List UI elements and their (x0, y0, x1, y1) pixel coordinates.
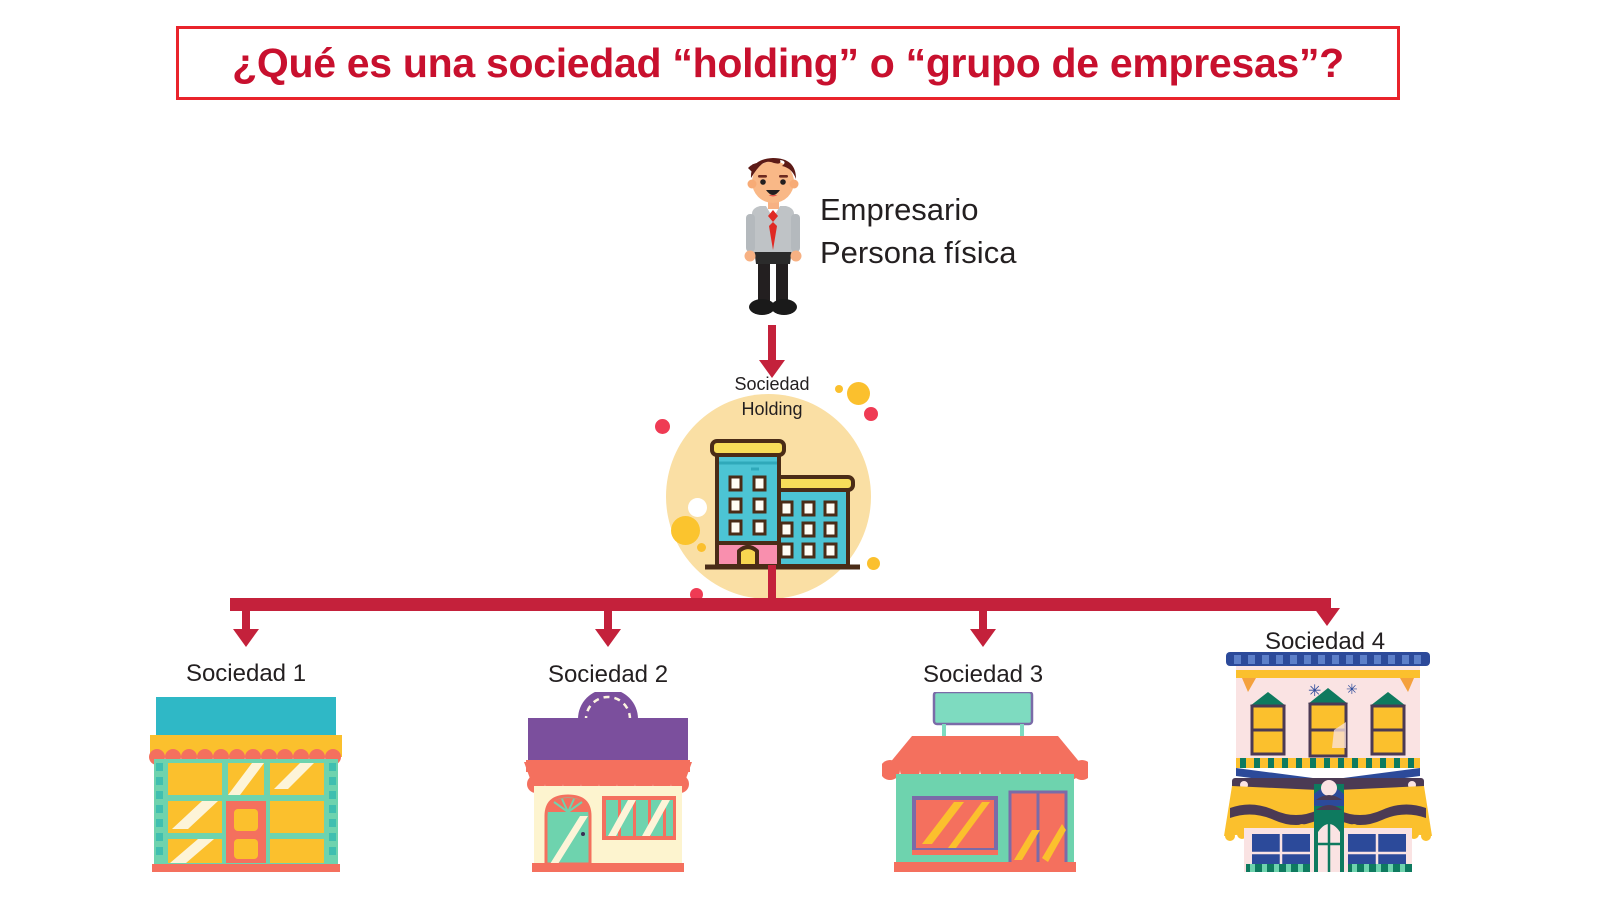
businessman-icon (730, 152, 816, 318)
connector-drop-2 (604, 605, 612, 632)
page-title: ¿Qué es una sociedad “holding” o “grupo … (232, 39, 1344, 86)
deco-dot-yellow-right-low (867, 557, 880, 570)
deco-dot-pink-left (655, 419, 670, 434)
sociedad-2-label: Sociedad 2 (547, 661, 669, 688)
svg-text:✳: ✳ (1346, 682, 1358, 698)
storefront-purple-icon (524, 689, 692, 872)
sociedad-1-label: Sociedad 1 (185, 660, 307, 687)
storefront-teal-icon (149, 697, 342, 872)
arrowhead-sociedad-3 (970, 629, 996, 647)
sociedad-3-label: Sociedad 3 (922, 661, 1044, 688)
owner-label-line1: Empresario (820, 192, 979, 227)
deco-dot-yellow-large (847, 382, 870, 405)
owner-label: Empresario Persona física (820, 188, 1016, 274)
sociedad-1-node (148, 697, 344, 872)
arrowhead-owner-to-holding (759, 360, 785, 378)
arrowhead-sociedad-1 (233, 629, 259, 647)
sociedad-4-node: ✳ ✳ (1222, 648, 1434, 872)
holding-node (655, 382, 885, 601)
arrowhead-sociedad-4 (1314, 608, 1340, 626)
holding-label: Sociedad Holding (692, 372, 852, 422)
storefront-mint-icon (880, 690, 1092, 872)
svg-text:✳: ✳ (1308, 681, 1321, 700)
deco-dot-pink-right (864, 407, 878, 421)
sociedad-4-label: Sociedad 4 (1264, 628, 1386, 655)
storefront-victorian-icon: ✳ ✳ (1224, 652, 1432, 872)
holding-label-line1: Sociedad (734, 374, 810, 394)
businessman-svg (744, 158, 802, 315)
sociedad-2-node (524, 689, 692, 872)
title-box: ¿Qué es una sociedad “holding” o “grupo … (176, 26, 1400, 100)
arrowhead-sociedad-2 (595, 629, 621, 647)
connector-drop-3 (979, 605, 987, 632)
holding-label-line2: Holding (741, 399, 803, 419)
connector-holding-stem (768, 565, 776, 607)
connector-owner-to-holding (768, 325, 776, 363)
connector-horizontal-bus (230, 598, 1331, 611)
sociedad-3-node (880, 690, 1092, 872)
deco-dot-pink-bottom (690, 588, 703, 601)
deco-dot-white-left (688, 498, 707, 517)
deco-dot-yellow-left-large (671, 516, 700, 545)
connector-drop-1 (242, 605, 250, 632)
deco-dot-yellow-left-small (697, 543, 706, 552)
office-buildings-icon (705, 439, 860, 570)
deco-dot-white-right (867, 451, 874, 458)
deco-dot-yellow-small (835, 385, 843, 393)
owner-label-line2: Persona física (820, 235, 1017, 270)
